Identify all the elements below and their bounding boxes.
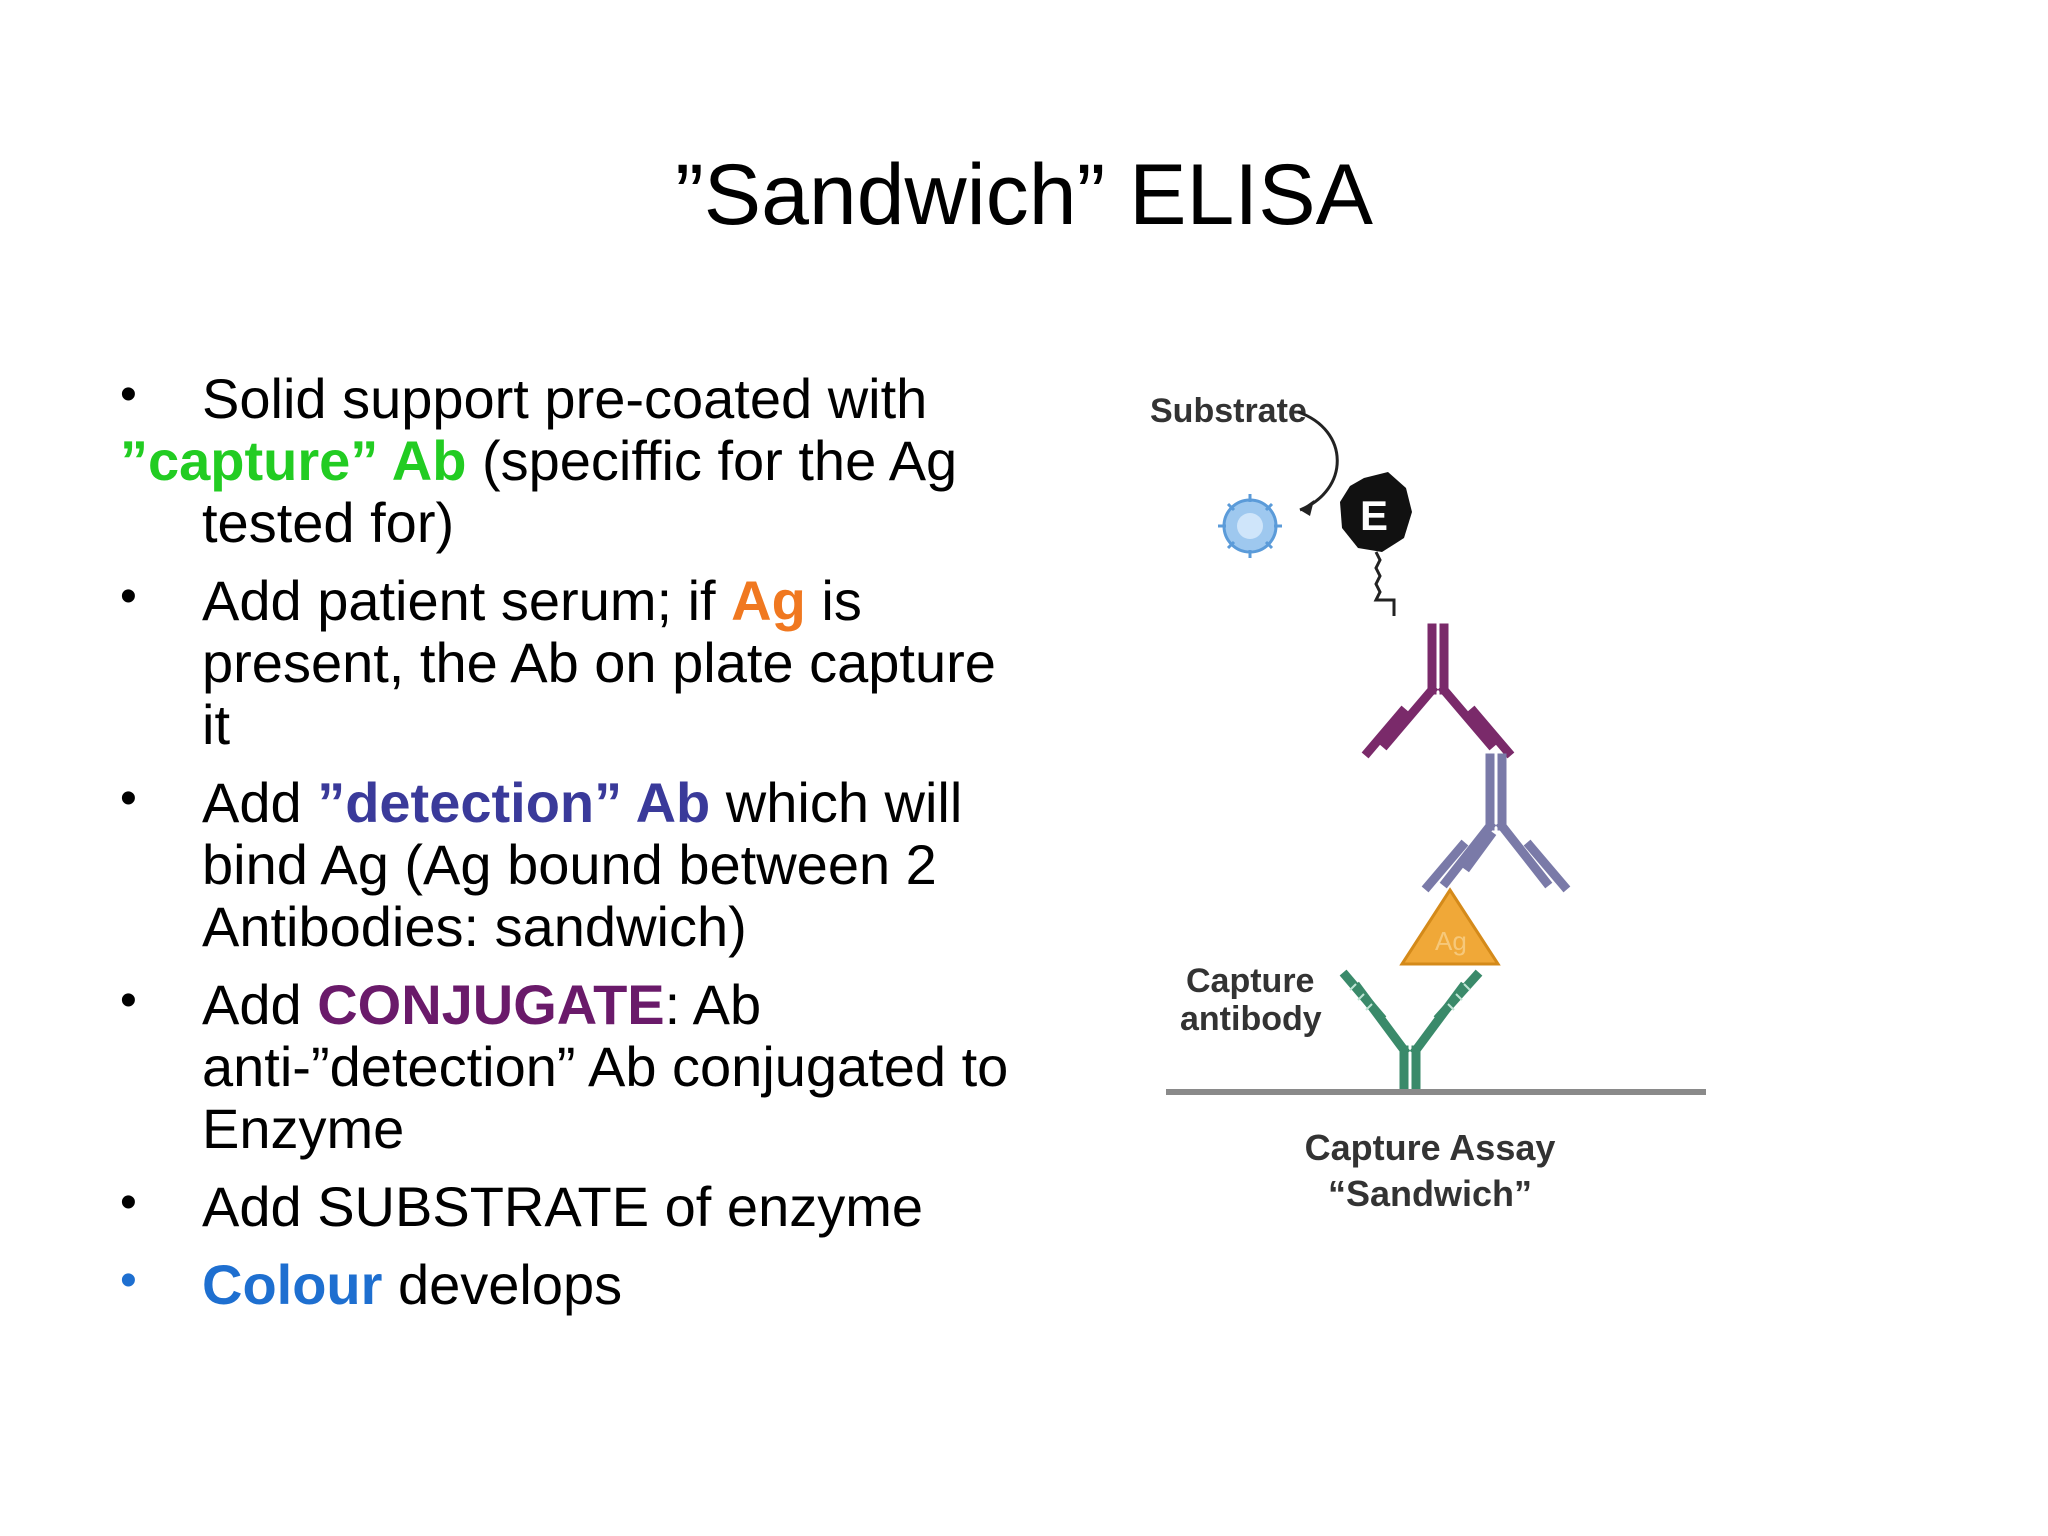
- slide-title: ”Sandwich” ELISA: [675, 147, 1373, 243]
- bullet-item-4: • Add CONJUGATE: Ab anti-”detection” Ab …: [120, 974, 1020, 1160]
- enzyme-icon: E: [1340, 472, 1412, 552]
- bullet-item-3: • Add ”detection” Ab which will bind Ag …: [120, 772, 1020, 958]
- bullet-dot: •: [120, 1254, 137, 1307]
- bullet-dot: •: [120, 772, 137, 825]
- bullet-1-capture-wrap: ”capture” Ab (speciffic for the Ag: [120, 429, 957, 492]
- bullet-4-post: : Ab anti-”detection” Ab conjugated to E…: [202, 973, 1009, 1160]
- bullet-item-5: • Add SUBSTRATE of enzyme: [120, 1176, 1020, 1238]
- bullet-item-2: • Add patient serum; if Ag is present, t…: [120, 570, 1020, 756]
- bullet-dot: •: [120, 368, 137, 421]
- caption-line1: Capture Assay: [1305, 1127, 1556, 1168]
- colour-text: Colour: [202, 1253, 383, 1316]
- substrate-arrow: [1297, 410, 1339, 512]
- detection-antibody: [1421, 753, 1571, 893]
- sandwich-elisa-diagram: Substrate E: [1150, 392, 1706, 1214]
- bullet-2-pre: Add patient serum; if: [202, 569, 732, 632]
- detection-ab-text: ”detection” Ab: [317, 771, 711, 834]
- bullet-1-rest1: (speciffic for the Ag: [466, 429, 958, 492]
- bullet-3-post: which will bind Ag (Ag bound between 2 A…: [202, 771, 963, 958]
- capture-antibody: [1339, 969, 1483, 1095]
- bullet-dot: •: [120, 570, 137, 623]
- conjugate-text: CONJUGATE: [317, 973, 665, 1036]
- enzyme-letter: E: [1360, 492, 1388, 539]
- capture-antibody-ticks: [1349, 983, 1471, 1011]
- ag-text: Ag: [731, 569, 806, 632]
- bullet-1-rest2: tested for): [202, 491, 455, 554]
- bullet-item-1: • Solid support pre-coated with ”capture…: [120, 368, 1020, 554]
- bullet-3-pre: Add: [202, 771, 318, 834]
- antigen-icon: Ag: [1399, 887, 1501, 966]
- bullet-4-pre: Add: [202, 973, 318, 1036]
- bullet-2-post: is present, the Ab on plate capture it: [202, 569, 996, 756]
- conjugate-antibody: [1361, 623, 1515, 759]
- arrow-head-icon: [1300, 500, 1314, 516]
- capture-label-line1: Capture: [1186, 962, 1314, 1000]
- antigen-label: Ag: [1435, 926, 1467, 956]
- bullet-item-6: • Colour develops: [120, 1254, 1020, 1316]
- bullet-6-post: develops: [382, 1253, 623, 1316]
- bullet-1-line1: Solid support pre-coated with: [202, 367, 928, 430]
- capture-ab-text: ”capture” Ab: [120, 429, 467, 492]
- bullet-dot: •: [120, 1176, 137, 1229]
- bullet-dot: •: [120, 974, 137, 1027]
- linker: [1373, 551, 1396, 616]
- caption-line2: “Sandwich”: [1328, 1173, 1532, 1214]
- substrate-label: Substrate: [1150, 392, 1307, 430]
- capture-label-line2: antibody: [1180, 1000, 1322, 1038]
- bullet-5-text: Add SUBSTRATE of enzyme: [202, 1175, 923, 1238]
- bullet-list: • Solid support pre-coated with ”capture…: [120, 368, 1020, 1332]
- substrate-molecule-icon: [1218, 494, 1282, 558]
